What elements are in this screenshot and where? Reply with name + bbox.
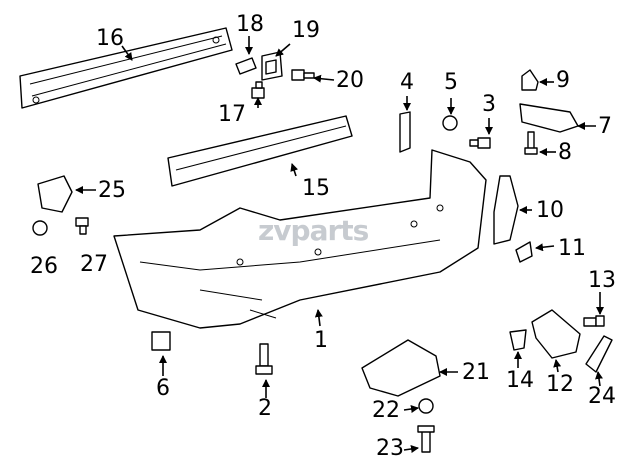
bracket-part-19: [261, 51, 283, 81]
callout-16: 16: [96, 26, 124, 51]
watermark-text: zvparts: [258, 214, 369, 247]
callout-3: 3: [482, 92, 496, 117]
clip-part-18: [235, 57, 257, 75]
callout-6: 6: [156, 376, 170, 401]
nut-part-26: [32, 220, 48, 236]
callout-19: 19: [292, 18, 320, 43]
block-part-6: [151, 331, 171, 351]
callout-26: 26: [30, 254, 58, 279]
leader-arrows: [75, 36, 604, 453]
callout-14: 14: [506, 368, 534, 393]
bolt-part-3: [469, 137, 491, 149]
callout-2: 2: [258, 396, 272, 421]
bolt-part-23: [417, 425, 435, 453]
callout-12: 12: [546, 372, 574, 397]
stud-part-2: [255, 343, 273, 375]
reinforcement-bar-part-16: [19, 27, 233, 109]
callout-7: 7: [598, 114, 612, 139]
bolt-part-8: [524, 131, 538, 155]
bumper-cover-part-1: [113, 149, 487, 329]
clip-part-9: [521, 69, 539, 91]
nut-part-22: [418, 398, 434, 414]
callout-15: 15: [302, 176, 330, 201]
bracket-part-12: [531, 309, 581, 359]
callout-10: 10: [536, 198, 564, 223]
callout-24: 24: [588, 384, 616, 409]
callout-22: 22: [372, 398, 400, 423]
callout-8: 8: [558, 140, 572, 165]
callout-4: 4: [400, 70, 414, 95]
bracket-part-7: [519, 103, 579, 133]
strip-part-24: [585, 335, 613, 373]
pin-part-14: [509, 329, 527, 351]
callout-1: 1: [314, 328, 328, 353]
nut-part-5: [442, 115, 458, 131]
callout-20: 20: [336, 68, 364, 93]
callout-21: 21: [462, 360, 490, 385]
callout-23: 23: [376, 436, 404, 461]
energy-absorber-part-15: [167, 115, 353, 187]
callout-11: 11: [558, 236, 586, 261]
callout-5: 5: [444, 70, 458, 95]
bolt-part-13: [583, 315, 605, 327]
callout-27: 27: [80, 252, 108, 277]
bolt-part-27: [75, 217, 89, 235]
clip-part-11: [515, 241, 533, 263]
callout-13: 13: [588, 268, 616, 293]
diffuser-part-21: [361, 339, 441, 397]
callout-18: 18: [236, 12, 264, 37]
bolt-part-20: [291, 69, 315, 81]
callout-9: 9: [556, 68, 570, 93]
callout-25: 25: [98, 178, 126, 203]
bracket-part-25: [37, 175, 73, 213]
callout-17: 17: [218, 102, 246, 127]
strip-part-4: [399, 111, 411, 153]
bracket-part-10: [493, 175, 519, 245]
bolt-part-17: [251, 81, 265, 99]
